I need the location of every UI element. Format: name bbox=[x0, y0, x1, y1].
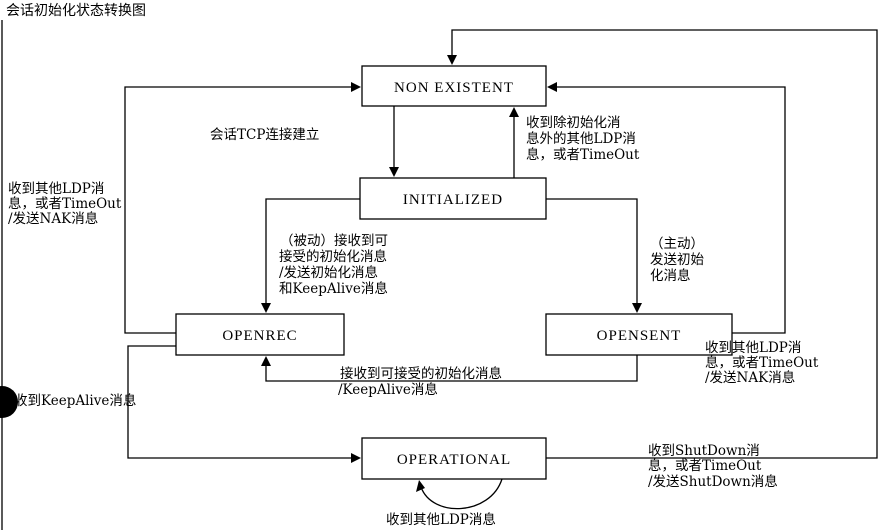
label-opensent-error-3: /发送NAK消息 bbox=[705, 369, 795, 386]
state-openrec-label: OPENREC bbox=[222, 328, 297, 344]
state-initialized: INITIALIZED bbox=[359, 177, 547, 220]
state-openrec: OPENREC bbox=[175, 313, 345, 356]
label-openrec-error-3: /发送NAK消息 bbox=[8, 210, 98, 227]
label-active-3: 化消息 bbox=[650, 267, 691, 284]
arrow-head bbox=[547, 82, 557, 92]
state-non-existent-label: NON EXISTENT bbox=[394, 80, 514, 96]
arrow-head bbox=[351, 453, 361, 463]
label-active-2: 发送初始 bbox=[650, 251, 704, 268]
label-opensent-to-openrec-1: 接收到可接受的初始化消息 bbox=[340, 365, 502, 382]
arrow-openrec-to-nonexistent bbox=[124, 86, 354, 334]
arrow-head bbox=[632, 303, 642, 313]
label-passive-2: 接受的初始化消息 bbox=[279, 248, 387, 265]
label-self-loop: 收到其他LDP消息 bbox=[386, 511, 496, 528]
arrow-head bbox=[389, 167, 399, 177]
arrow-head bbox=[351, 82, 361, 92]
label-init-error-3: 息，或者TimeOut bbox=[526, 146, 640, 163]
arrow-head bbox=[261, 303, 271, 313]
label-active-1: （主动） bbox=[650, 236, 704, 252]
label-openrec-error-2: 息，或者TimeOut bbox=[8, 195, 122, 212]
arrow-initialized-to-opensent bbox=[546, 198, 638, 306]
arrow-opensent-to-openrec bbox=[265, 355, 638, 382]
state-opensent: OPENSENT bbox=[545, 313, 733, 356]
label-keepalive: 收到KeepAlive消息 bbox=[14, 392, 136, 409]
label-passive-1: （被动）接收到可 bbox=[280, 232, 388, 249]
label-passive-3: /发送初始化消息 bbox=[279, 264, 378, 281]
state-opensent-label: OPENSENT bbox=[597, 328, 682, 344]
label-openrec-error-1: 收到其他LDP消 bbox=[8, 181, 104, 197]
label-opensent-error-1: 收到其他LDP消 bbox=[705, 340, 801, 356]
arrow-operational-to-nonexistent bbox=[451, 29, 878, 459]
arrow-head bbox=[509, 107, 519, 117]
state-non-existent: NON EXISTENT bbox=[361, 65, 547, 107]
label-shutdown-1: 收到ShutDown消 bbox=[648, 443, 760, 459]
label-init-error-2: 息外的其他LDP消 bbox=[526, 130, 636, 147]
state-initialized-label: INITIALIZED bbox=[403, 192, 503, 208]
label-tcp-established: 会话TCP连接建立 bbox=[210, 126, 319, 143]
label-shutdown-2: 息，或者TimeOut bbox=[648, 457, 762, 474]
state-operational: OPERATIONAL bbox=[361, 437, 547, 480]
arrow-head bbox=[261, 356, 271, 366]
label-init-error-1: 收到除初始化消 bbox=[526, 114, 621, 131]
arrow-opensent-to-nonexistent bbox=[554, 86, 786, 334]
arrow-operational-self-loop bbox=[420, 478, 503, 510]
arrow-openrec-to-operational bbox=[127, 345, 354, 459]
label-opensent-to-openrec-2: /KeepAlive消息 bbox=[338, 381, 438, 398]
arrow-head bbox=[416, 480, 425, 492]
state-operational-label: OPERATIONAL bbox=[397, 452, 511, 468]
label-shutdown-3: /发送ShutDown消息 bbox=[648, 473, 778, 490]
black-dot-marker bbox=[0, 386, 18, 418]
label-opensent-error-2: 息，或者TimeOut bbox=[705, 354, 819, 371]
arrow-initialized-to-openrec bbox=[265, 198, 360, 306]
diagram-title: 会话初始化状态转换图 bbox=[6, 2, 146, 19]
arrow-head bbox=[447, 55, 457, 65]
label-passive-4: 和KeepAlive消息 bbox=[279, 280, 388, 297]
